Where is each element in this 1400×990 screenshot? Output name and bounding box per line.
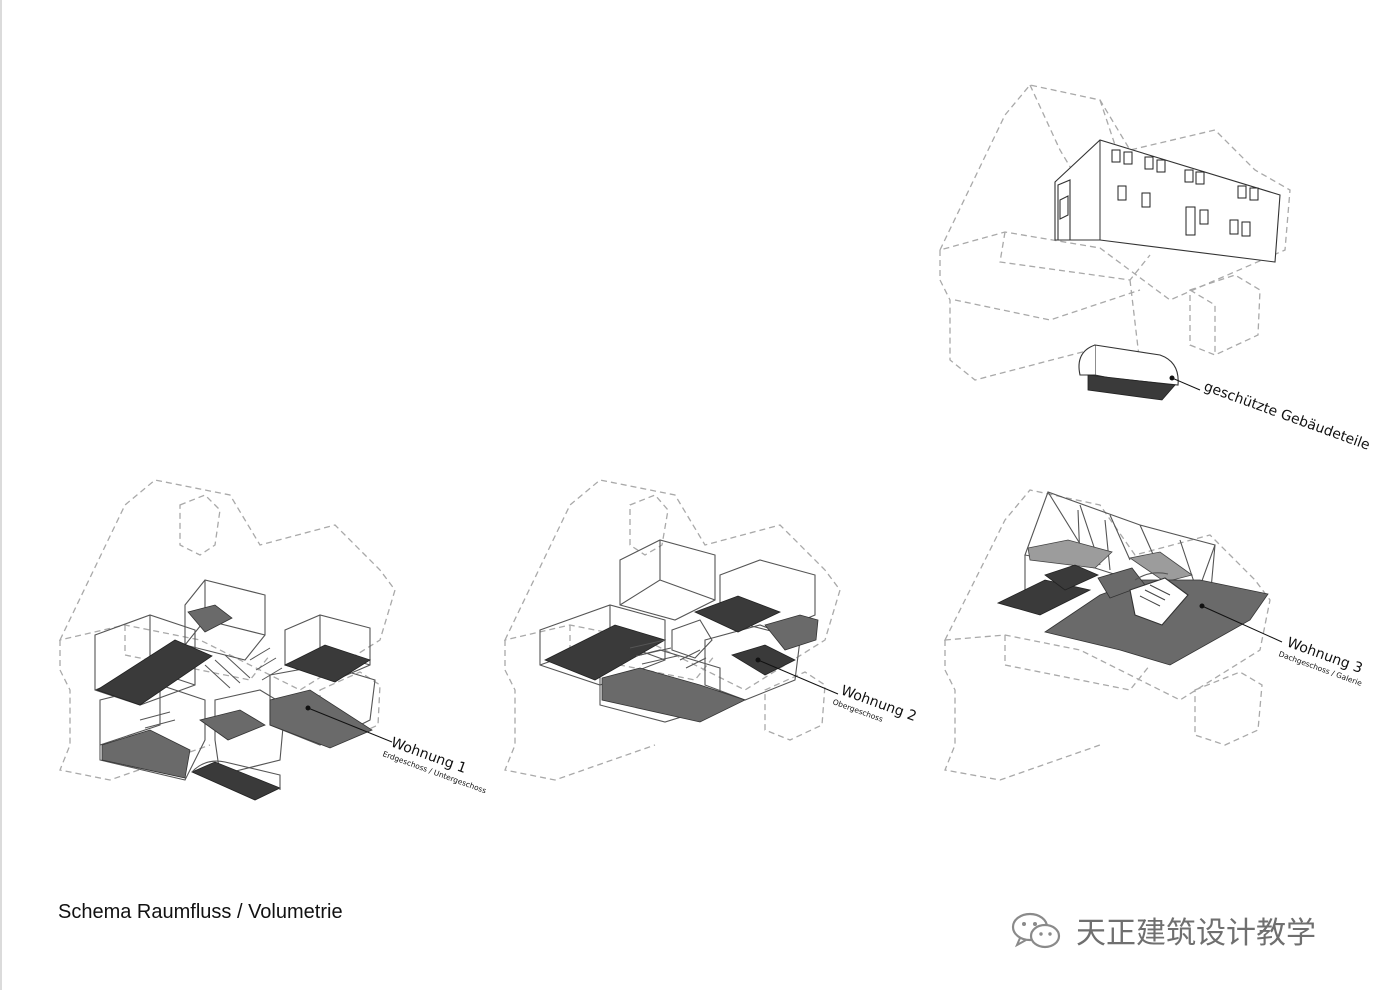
stair-and-opening xyxy=(1129,572,1189,626)
label-apartment-3: Wohnung 3 Dachgeschoss / Galerie xyxy=(1277,635,1364,688)
leader-dot xyxy=(1169,375,1175,381)
diagram-protected-parts: geschützte Gebäudeteile xyxy=(938,84,1372,454)
leader-dot xyxy=(305,705,311,711)
label-title: geschützte Gebäudeteile xyxy=(1202,379,1372,454)
watermark: 天正建筑设计教学 xyxy=(1008,908,1316,952)
leader-line xyxy=(757,659,839,695)
leader-line xyxy=(307,707,393,743)
diagram-apartment-2: Wohnung 2 Obergeschoss xyxy=(503,479,919,781)
floor-slabs xyxy=(544,595,819,723)
stair-elements xyxy=(139,647,283,790)
facade-wall xyxy=(1054,139,1281,263)
label-protected-parts: geschützte Gebäudeteile xyxy=(1202,379,1372,454)
label-apartment-2: Wohnung 2 Obergeschoss xyxy=(831,683,918,725)
diagram-apartment-3: Wohnung 3 Dachgeschoss / Galerie xyxy=(943,489,1365,781)
wechat-logo-icon xyxy=(1011,912,1061,949)
stair-elements xyxy=(629,619,713,669)
drawing-caption: Schema Raumfluss / Volumetrie xyxy=(58,901,343,923)
label-apartment-1: Wohnung 1 Erdgeschoss / Untergeschoss xyxy=(381,735,487,796)
leader-dot xyxy=(755,657,761,663)
building-outline-dashed xyxy=(938,84,1291,381)
vaulted-cellar xyxy=(1078,344,1179,401)
floor-slabs xyxy=(96,604,373,801)
watermark-text: 天正建筑设计教学 xyxy=(1076,916,1316,951)
building-outline-dashed xyxy=(943,489,1271,781)
diagram-apartment-1: Wohnung 1 Erdgeschoss / Untergeschoss xyxy=(58,479,488,801)
leader-line xyxy=(1171,377,1201,391)
leader-line xyxy=(1201,605,1283,643)
leader-dot xyxy=(1199,603,1205,609)
